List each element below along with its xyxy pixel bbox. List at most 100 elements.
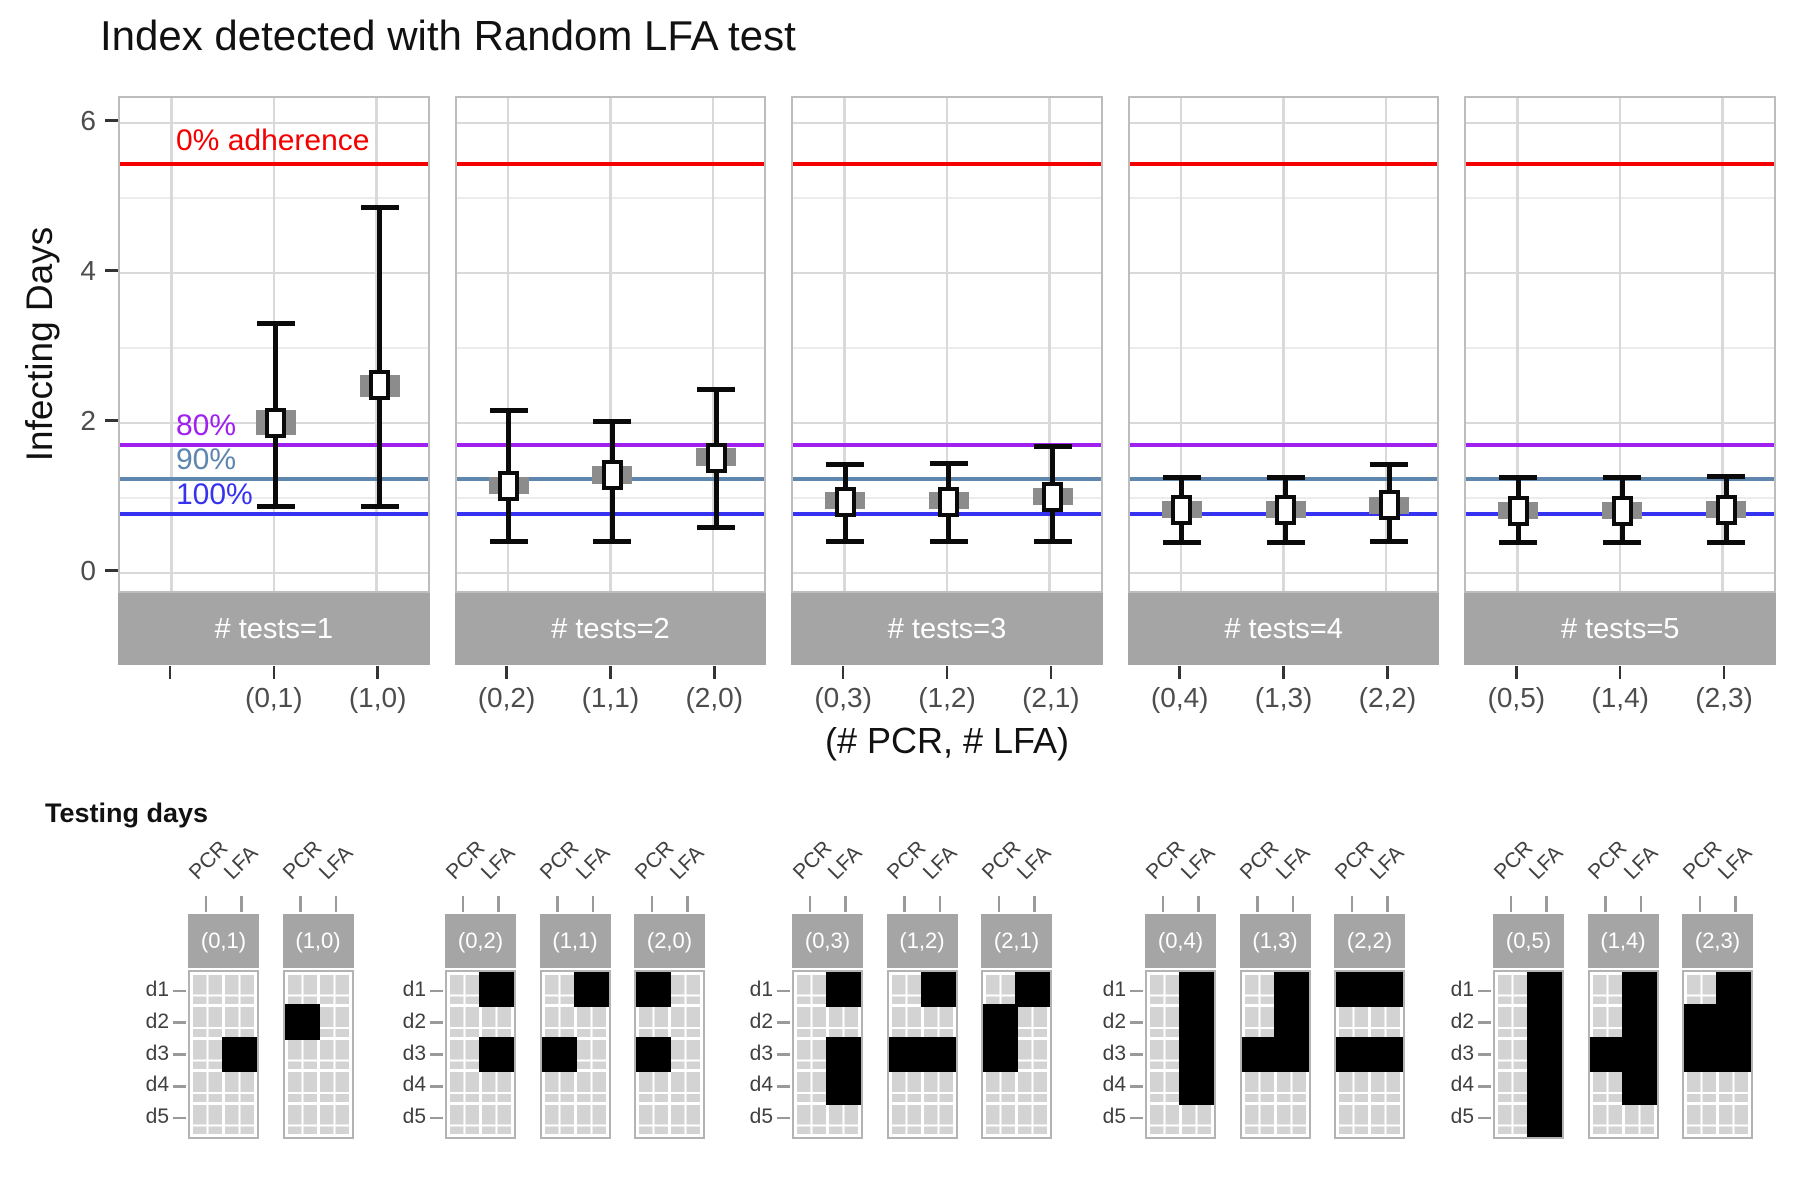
test-day-cell-on (482, 975, 511, 1005)
test-day-cell-off (1687, 1072, 1716, 1102)
test-day-cell-off (639, 1104, 668, 1134)
error-bar-cap-bottom (1499, 539, 1538, 545)
test-day-cell-on (1624, 1039, 1654, 1070)
schedule-table-header: (0,3) (792, 914, 863, 968)
test-day-cell-off (482, 1007, 511, 1037)
x-axis-tick (168, 666, 172, 679)
point-estimate-marker (498, 470, 520, 501)
error-bar-cap-bottom (1162, 539, 1201, 545)
test-day-cell-off (986, 975, 1015, 1005)
test-day-cell-off (544, 975, 574, 1005)
test-day-cell-on (1719, 1039, 1748, 1070)
test-day-cell-on (639, 975, 668, 1005)
test-day-cell-off (639, 1072, 668, 1102)
day-row-tick (1478, 1053, 1491, 1056)
test-day-cell-off (319, 975, 349, 1005)
test-day-cell-on (1182, 1072, 1211, 1102)
test-column-tick (461, 896, 464, 912)
test-column-tick (1639, 896, 1642, 912)
point-estimate-marker (265, 407, 287, 438)
schedule-table (1239, 970, 1311, 1139)
x-axis-tick (376, 666, 379, 679)
schedule-table (445, 970, 516, 1139)
facet-panel (454, 96, 767, 593)
point-estimate-marker (938, 486, 960, 517)
test-day-cell-on (1339, 975, 1368, 1005)
adherence-line (456, 162, 765, 166)
day-row-tick (1130, 1053, 1143, 1056)
test-day-cell-off (1182, 1104, 1211, 1134)
test-column-tick (1033, 896, 1036, 912)
y-axis-tick-label: 4 (80, 254, 96, 286)
gridline-vertical (1516, 98, 1519, 591)
point-estimate-marker (1378, 490, 1400, 521)
test-day-cell-off (797, 975, 826, 1005)
test-column-tick (1197, 896, 1200, 912)
test-day-cell-off (193, 975, 222, 1005)
error-bar-cap-bottom (360, 504, 399, 510)
point-estimate-marker (1715, 494, 1737, 525)
day-row-label: d1 (402, 977, 426, 1001)
test-day-cell-off (450, 1039, 479, 1070)
adherence-line-label: 90% (176, 443, 237, 476)
schedule-table (188, 970, 259, 1139)
day-row-tick (777, 1021, 790, 1024)
y-axis-tick-label: 0 (80, 554, 96, 586)
day-row-label: d5 (402, 1105, 426, 1129)
gridline-vertical (506, 98, 510, 591)
test-day-cell-off (544, 1104, 574, 1134)
test-column-label: PCR (1583, 836, 1632, 884)
day-row-label: d3 (1102, 1041, 1126, 1065)
test-day-cell-off (287, 975, 317, 1005)
test-day-cell-off (1687, 975, 1716, 1005)
error-bar-cap-bottom (489, 538, 528, 544)
test-column-label: PCR (535, 836, 584, 884)
schedule-table-header: (2,3) (1682, 914, 1753, 968)
test-day-cell-off (671, 1039, 700, 1070)
test-day-cell-on (829, 1072, 858, 1102)
test-day-cell-off (829, 1007, 858, 1037)
test-column-tick (650, 896, 653, 912)
test-day-cell-off (225, 1007, 254, 1037)
gridline-vertical (609, 98, 612, 591)
test-day-cell-off (193, 1039, 222, 1070)
schedule-table-header: (0,4) (1145, 914, 1216, 968)
schedule-table-header: (2,2) (1334, 914, 1405, 968)
day-row-tick (1478, 1021, 1491, 1024)
x-axis-tick (841, 666, 845, 679)
schedule-table-header: (2,1) (981, 914, 1052, 968)
day-row-tick (777, 1053, 790, 1056)
test-day-cell-off (923, 1007, 953, 1037)
x-axis-tick (1386, 666, 1389, 679)
test-day-cell-off (319, 1039, 349, 1070)
x-axis-tick-label: (1,3) (1254, 682, 1313, 713)
gridline-vertical (843, 98, 846, 591)
day-row-tick (777, 1116, 790, 1120)
test-day-cell-off (671, 1104, 700, 1134)
test-day-cell-off (1371, 1104, 1400, 1134)
adherence-line (793, 162, 1101, 166)
facet-strip: # tests=1 (118, 593, 430, 665)
schedule-table (886, 970, 958, 1139)
day-row-tick (173, 1021, 186, 1024)
test-day-cell-off (482, 1104, 511, 1134)
error-bar-cap-top (826, 461, 865, 467)
point-estimate-marker (601, 460, 623, 491)
day-row-label: d1 (145, 977, 169, 1001)
error-bar (377, 207, 383, 507)
point-estimate-marker (369, 370, 391, 401)
test-day-cell-off (1592, 1072, 1622, 1102)
test-day-cell-on (1592, 1039, 1622, 1070)
day-row-tick (430, 1116, 443, 1120)
test-column-tick (556, 896, 559, 912)
error-bar-cap-bottom (1033, 538, 1072, 544)
error-bar-cap-top (1707, 474, 1746, 480)
test-day-cell-off (797, 1007, 826, 1037)
error-bar-cap-top (1370, 461, 1409, 467)
day-row-label: d2 (749, 1009, 773, 1033)
test-day-cell-off (1339, 1007, 1368, 1037)
test-day-cell-off (923, 1072, 953, 1102)
test-column-tick (299, 896, 302, 912)
x-axis-tick-label: (1,2) (918, 682, 976, 713)
test-day-cell-on (1719, 1007, 1748, 1037)
